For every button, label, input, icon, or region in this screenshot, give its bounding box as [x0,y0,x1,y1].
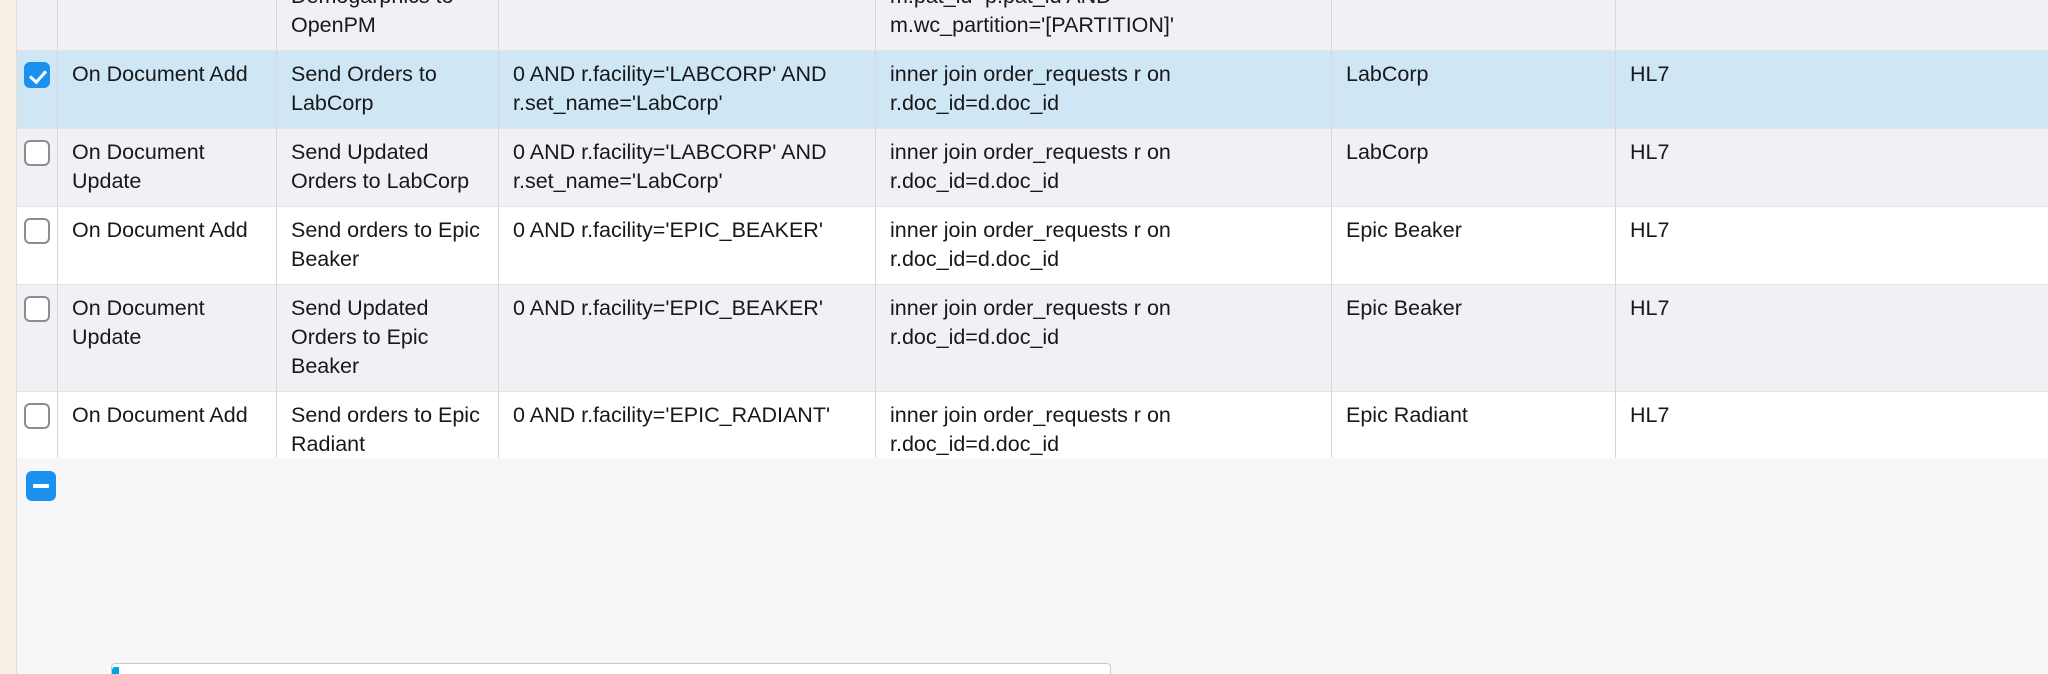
format-cell: HL7 [1630,218,1670,242]
rule-name-cell: Send Updated Orders to LabCorp [277,129,499,206]
destination-cell: LabCorp [1332,129,1616,206]
join-cell: INNER JOIN patient_mrns m ON m.pat_id=p.… [876,0,1332,50]
condition-cell: 0 AND p.revised_by>0 [499,0,876,50]
format-cell: HL7 [1630,296,1670,320]
rule-name-cell: Send Orders to LabCorp [277,51,499,128]
row-select-checkbox[interactable] [24,218,50,244]
join-cell: inner join order_requests r on r.doc_id=… [876,51,1332,128]
row-select-cell[interactable] [17,392,58,469]
table-row[interactable]: On Patient UpdateUpdated Demogarphics to… [17,0,2048,51]
destination-cell: OpenPM [1332,0,1616,50]
format-cell: HL7 [1630,140,1670,164]
condition-cell: 0 AND r.facility='EPIC_BEAKER' [499,285,876,391]
rule-name-cell: Send orders to Epic Radiant [277,392,499,469]
row-select-cell[interactable] [17,0,58,50]
format-cell: HL7 [1630,62,1670,86]
condition-cell: 0 AND r.facility='EPIC_BEAKER' [499,207,876,284]
event-cell: On Document Update [58,285,277,391]
row-select-checkbox[interactable] [24,296,50,322]
format-cell: HL7 [1630,403,1670,427]
event-cell: On Document Add [58,51,277,128]
detail-panel[interactable] [111,663,1111,674]
event-cell: On Patient Update [58,0,277,50]
rule-name-cell: Send Updated Orders to Epic Beaker [277,285,499,391]
left-gutter-divider [16,0,17,674]
format-cell: HL7 [1616,0,2048,50]
join-cell: inner join order_requests r on r.doc_id=… [876,207,1332,284]
event-cell: On Document Add [58,207,277,284]
join-cell: inner join order_requests r on r.doc_id=… [876,285,1332,391]
condition-cell: 0 AND r.facility='LABCORP' AND r.set_nam… [499,51,876,128]
destination-cell: Epic Beaker [1332,207,1616,284]
destination-cell: LabCorp [1332,51,1616,128]
row-select-cell[interactable] [17,207,58,284]
destination-cell: Epic Beaker [1332,285,1616,391]
row-select-cell[interactable] [17,129,58,206]
event-cell: On Document Update [58,129,277,206]
row-select-checkbox[interactable] [24,403,50,429]
join-cell: inner join order_requests r on r.doc_id=… [876,392,1332,469]
minus-icon[interactable] [26,471,56,501]
grid-footer-area [17,458,2048,674]
rule-name-cell: Updated Demogarphics to OpenPM [277,0,499,50]
detail-panel-accent-bar [112,667,119,674]
condition-cell: 0 AND r.facility='EPIC_RADIANT' [499,392,876,469]
rule-name-cell: Send orders to Epic Beaker [277,207,499,284]
destination-cell: Epic Radiant [1332,392,1616,469]
condition-cell: 0 AND r.facility='LABCORP' AND r.set_nam… [499,129,876,206]
row-select-cell[interactable] [17,285,58,391]
left-gutter-strip [0,0,16,674]
join-cell: inner join order_requests r on r.doc_id=… [876,129,1332,206]
row-select-checkbox[interactable] [24,62,50,88]
row-select-cell[interactable] [17,51,58,128]
event-cell: On Document Add [58,392,277,469]
row-select-checkbox[interactable] [24,140,50,166]
